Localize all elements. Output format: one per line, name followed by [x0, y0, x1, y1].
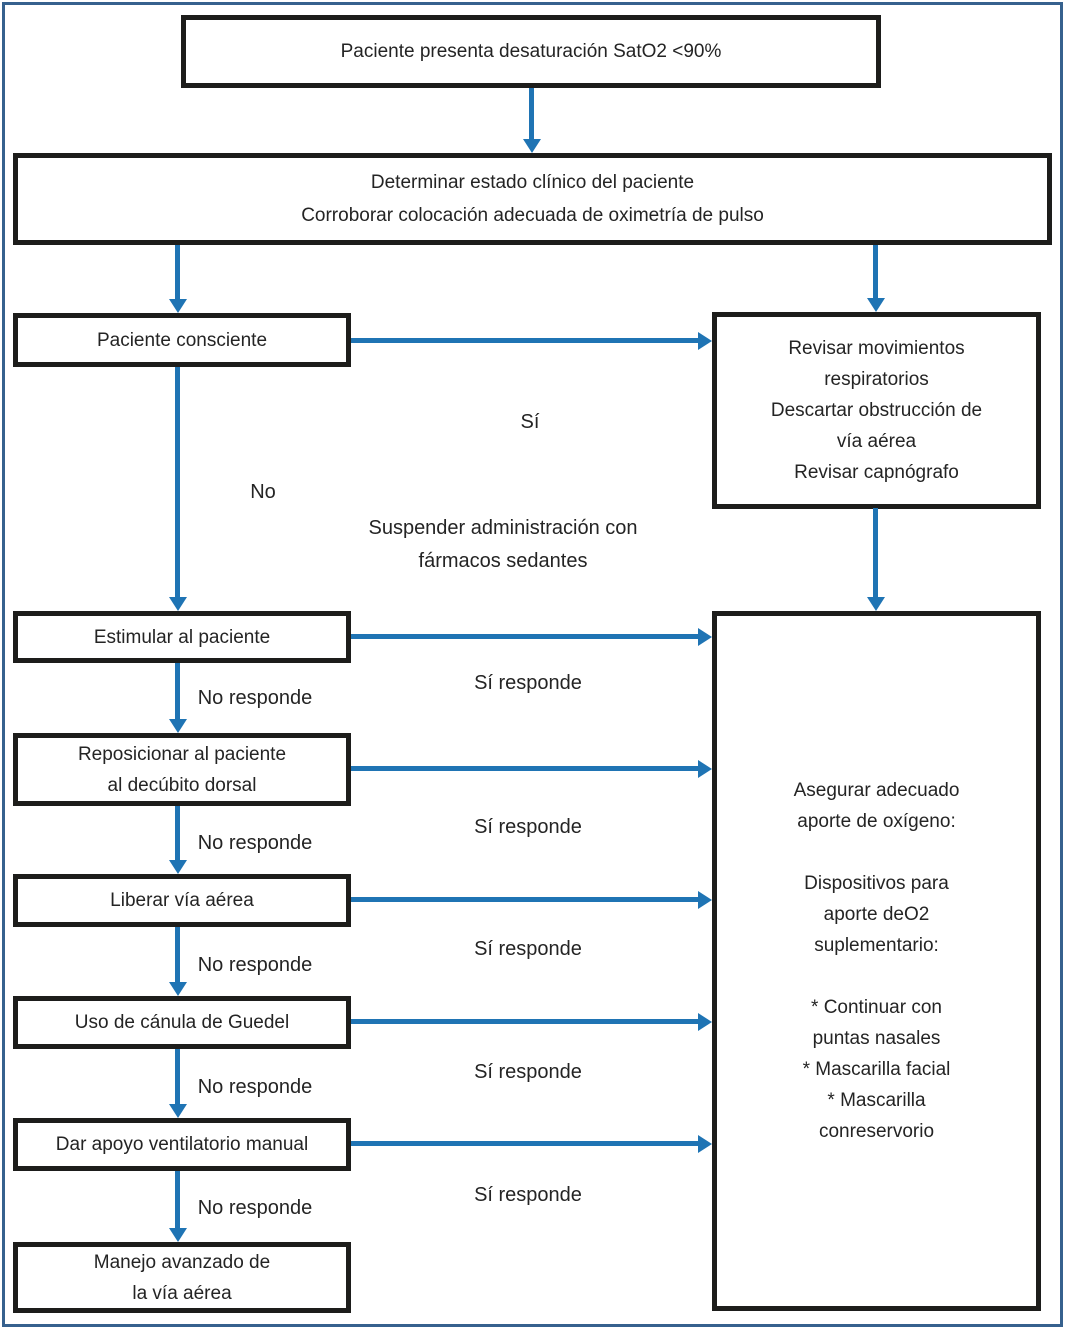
box-advanced-airway: Manejo avanzado de la vía aérea: [13, 1242, 351, 1313]
box-reposition-patient: Reposicionar al paciente al decúbito dor…: [13, 733, 351, 806]
arrow-reposition-to-airway: [168, 806, 187, 874]
label-yes-respond-1: Sí responde: [474, 672, 582, 694]
box-determine-clinical-state: Determinar estado clínico del paciente C…: [13, 153, 1052, 245]
box-free-airway: Liberar vía aérea: [13, 874, 351, 927]
arrow-check-to-oxygen: [866, 508, 885, 611]
arrow-assess-to-conscious: [168, 245, 187, 313]
label-yes: Sí: [520, 411, 540, 433]
arrow-airway-to-guedel: [168, 927, 187, 996]
box-advanced-airway-text: Manejo avanzado de la vía aérea: [93, 1251, 271, 1304]
arrow-reposition-to-oxygen: [351, 759, 712, 778]
box-reposition-patient-text: Reposicionar al paciente al decúbito dor…: [77, 743, 287, 796]
box-patient-desaturation: Paciente presenta desaturación SatO2 <90…: [181, 15, 881, 88]
arrow-ventilate-to-advanced: [168, 1171, 187, 1242]
box-patient-conscious: Paciente consciente: [13, 313, 351, 367]
arrow-title-to-assess: [522, 88, 541, 153]
box-check-respiratory-movements: Revisar movimientos respiratorios Descar…: [712, 312, 1041, 509]
label-no-respond-2: No responde: [197, 832, 313, 854]
label-yes-respond-5: Sí responde: [474, 1184, 582, 1206]
box-check-respiratory-movements-text: Revisar movimientos respiratorios Descar…: [770, 338, 983, 483]
box-patient-conscious-text: Paciente consciente: [96, 329, 268, 351]
arrow-guedel-to-ventilate: [168, 1049, 187, 1118]
box-determine-clinical-state-text: Determinar estado clínico del paciente C…: [301, 172, 764, 226]
label-yes-respond-3: Sí responde: [474, 938, 582, 960]
label-no-respond-4: No responde: [197, 1076, 313, 1098]
arrow-conscious-no-to-stimulate: [168, 367, 187, 611]
box-manual-ventilation: Dar apoyo ventilatorio manual: [13, 1118, 351, 1171]
box-guedel-cannula: Uso de cánula de Guedel: [13, 996, 351, 1049]
arrow-guedel-to-oxygen: [351, 1012, 712, 1031]
label-no-respond-1: No responde: [197, 687, 313, 709]
label-no: No: [250, 481, 276, 503]
box-ensure-oxygen-supply-text: Asegurar adecuado aporte de oxígeno: Dis…: [793, 780, 960, 1142]
label-yes-respond-4: Sí responde: [474, 1061, 582, 1083]
label-yes-respond-2: Sí responde: [474, 816, 582, 838]
label-no-respond-5: No responde: [197, 1197, 313, 1219]
arrow-assess-to-check: [866, 245, 885, 312]
arrow-airway-to-oxygen: [351, 890, 712, 909]
box-patient-desaturation-text: Paciente presenta desaturación SatO2 <90…: [340, 41, 722, 62]
box-stimulate-patient: Estimular al paciente: [13, 611, 351, 663]
arrow-stimulate-to-oxygen: [351, 627, 712, 646]
box-stimulate-patient-text: Estimular al paciente: [93, 626, 271, 648]
arrow-ventilate-to-oxygen: [351, 1134, 712, 1153]
box-free-airway-text: Liberar vía aérea: [110, 890, 254, 911]
box-ensure-oxygen-supply: Asegurar adecuado aporte de oxígeno: Dis…: [712, 611, 1041, 1311]
label-suspend-sedatives: Suspender administración con fármacos se…: [368, 517, 638, 572]
arrow-conscious-yes-to-check: [351, 331, 712, 350]
label-no-respond-3: No responde: [197, 954, 313, 976]
arrow-stimulate-to-reposition: [168, 663, 187, 733]
box-guedel-cannula-text: Uso de cánula de Guedel: [74, 1012, 290, 1033]
box-manual-ventilation-text: Dar apoyo ventilatorio manual: [55, 1134, 309, 1155]
